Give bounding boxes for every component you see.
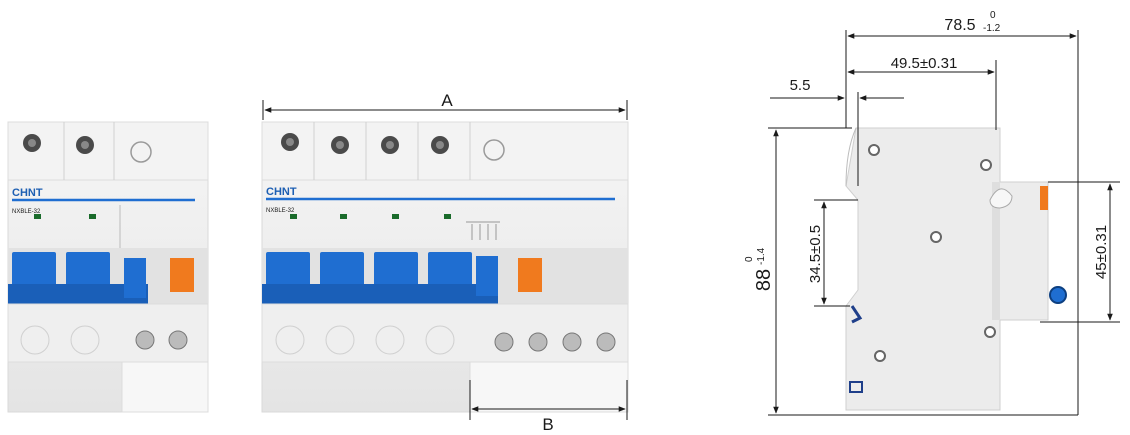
dimension-a-label: A [441, 91, 453, 110]
dimension-edge-offset: 5.5 [770, 77, 904, 186]
rcd-handle[interactable] [124, 258, 146, 298]
dimension-total-width: 78.5 0 -1.2 [845, 10, 1079, 415]
terminal-screw-icon [135, 330, 155, 350]
rivet-icon [868, 144, 880, 156]
terminal-screw-icon [562, 332, 582, 352]
terminal-screw-icon [168, 330, 188, 350]
dimension-b: B [469, 380, 628, 434]
dimension-rail-offset: 49.5±0.31 [847, 55, 997, 130]
rail-clip-icon [1049, 286, 1067, 304]
upper-height-value: 34.5±0.5 [807, 225, 824, 283]
breaker-4p: CHNT NXBLE-32 [261, 121, 629, 413]
terminal-screw-icon [596, 332, 616, 352]
dimension-height: 88 0 -1.4 [744, 127, 1078, 416]
dimension-upper-height: 34.5±0.5 [807, 199, 858, 307]
model-text: NXBLE-32 [12, 209, 41, 215]
rivet-icon [930, 231, 942, 243]
rail-offset-value: 49.5±0.31 [891, 55, 958, 72]
terminal-screw-icon [494, 332, 514, 352]
height-tol-upper: 0 [744, 256, 755, 262]
test-button[interactable] [170, 258, 194, 292]
test-button[interactable] [518, 258, 542, 292]
rivet-icon [984, 326, 996, 338]
height-value: 88 [753, 269, 775, 291]
terminal-hole-icon [130, 141, 152, 163]
height-tol-lower: -1.4 [756, 247, 767, 265]
rail-height-value: 45±0.31 [1093, 225, 1110, 279]
total-width-tol-lower: -1.2 [983, 23, 1001, 34]
breaker-2p: CHNT NXBLE-32 [7, 121, 209, 413]
edge-offset-value: 5.5 [790, 77, 811, 94]
terminal-hole-icon [483, 139, 505, 161]
dimension-a: A [262, 91, 628, 120]
rcd-handle[interactable] [476, 256, 498, 296]
rivet-icon [980, 159, 992, 171]
model-text: NXBLE-32 [266, 208, 295, 214]
terminal-screw-icon [528, 332, 548, 352]
dimension-b-label: B [542, 415, 553, 434]
side-profile [845, 127, 1067, 411]
dimension-rail-height: 45±0.31 [1040, 181, 1120, 323]
brand-logo: CHNT [266, 186, 297, 198]
rivet-icon [874, 350, 886, 362]
total-width-tol-upper: 0 [990, 10, 996, 21]
total-width-value: 78.5 [944, 17, 975, 34]
brand-logo: CHNT [12, 187, 43, 199]
